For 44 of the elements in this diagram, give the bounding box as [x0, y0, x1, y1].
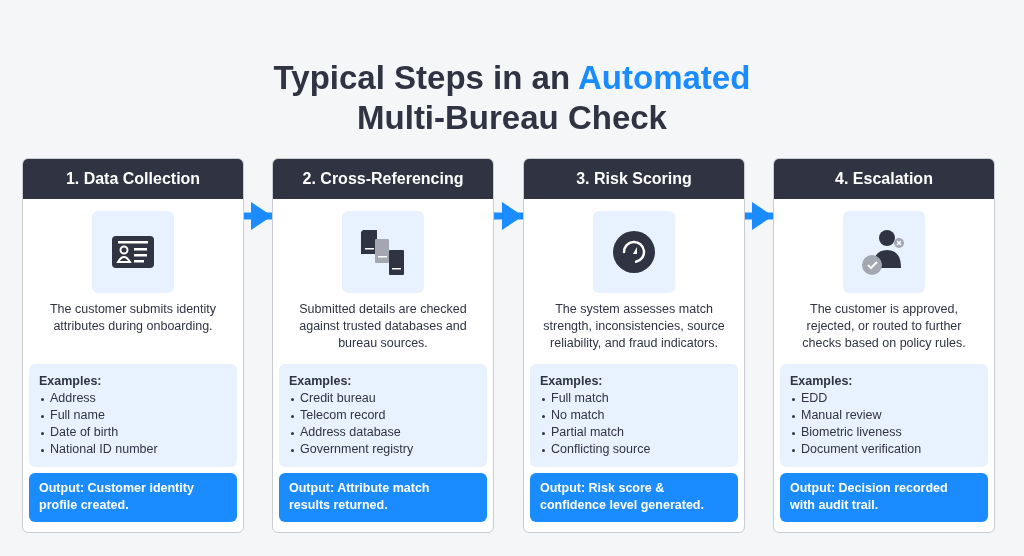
- example-item: Address database: [289, 424, 477, 441]
- arrow: [494, 202, 523, 230]
- example-item: Partial match: [540, 424, 728, 441]
- arrow: [745, 202, 773, 230]
- output-box: Output: Attribute match results returned.: [279, 473, 487, 522]
- example-item: Telecom record: [289, 407, 477, 424]
- step-description: The system assesses match strength, inconsistencies, source reliability, and fraud indicators.: [542, 301, 726, 352]
- title: Typical Steps in an Automated Multi-Bureau Check: [272, 58, 752, 138]
- examples-heading: Examples:: [790, 373, 854, 390]
- example-item: EDD: [790, 390, 978, 407]
- example-item: Conflicting source: [540, 441, 728, 458]
- step-card: [773, 158, 995, 533]
- examples-panel: [279, 364, 487, 467]
- example-item: Full name: [39, 407, 227, 424]
- example-item: Credit bureau: [289, 390, 477, 407]
- step-heading: 4. Escalation: [774, 159, 994, 199]
- example-item: Date of birth: [39, 424, 227, 441]
- arrow: [244, 202, 272, 230]
- output-box: Output: Decision recorded with audit trail.: [780, 473, 988, 522]
- example-item: Full match: [540, 390, 728, 407]
- step-heading: 2. Cross-Referencing: [273, 159, 493, 199]
- example-item: Manual review: [790, 407, 978, 424]
- step-card: [22, 158, 244, 533]
- output-box: Output: Risk score & confidence level generated.: [530, 473, 738, 522]
- example-item: No match: [540, 407, 728, 424]
- example-item: National ID number: [39, 441, 227, 458]
- example-item: Address: [39, 390, 227, 407]
- example-item: Government registry: [289, 441, 477, 458]
- step-description: Submitted details are checked against trusted databases and bureau sources.: [298, 301, 468, 352]
- step-heading: 1. Data Collection: [23, 159, 243, 199]
- step-description: The customer submits identity attributes during onboarding.: [48, 301, 217, 335]
- examples-heading: Examples:: [289, 373, 353, 390]
- example-item: Biometric liveness: [790, 424, 978, 441]
- examples-panel: [29, 364, 237, 467]
- step-card: [523, 158, 745, 533]
- step-description: The customer is approved, rejected, or routed to further checks based on policy rules.: [801, 301, 967, 352]
- output-box: Output: Customer identity profile created.: [29, 473, 237, 522]
- step-card: [272, 158, 494, 533]
- examples-heading: Examples:: [540, 373, 604, 390]
- examples-panel: [530, 364, 738, 467]
- examples-heading: Examples:: [39, 373, 103, 390]
- step-heading: 3. Risk Scoring: [524, 159, 744, 199]
- examples-panel: [780, 364, 988, 467]
- example-item: Document verification: [790, 441, 978, 458]
